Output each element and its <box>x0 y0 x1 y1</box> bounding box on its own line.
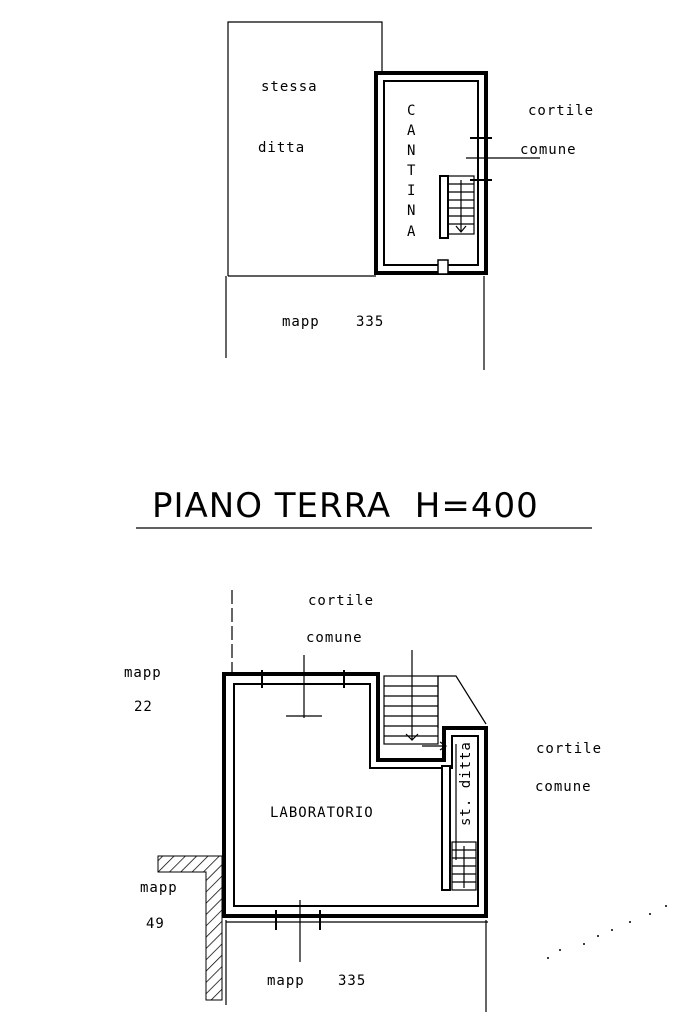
stessa-ditta-boundary <box>227 21 383 276</box>
scan-specks <box>547 905 667 959</box>
cantina-label: C A N T I N A <box>407 103 416 240</box>
external-stairs <box>383 650 487 751</box>
mapp-49-label: mapp <box>140 880 178 896</box>
hatched-neighbour-wall <box>157 855 223 1001</box>
comune-right-label: comune <box>535 779 592 795</box>
lower-plan: cortile comune cortile comune mapp 22 ma… <box>124 590 602 1012</box>
cortile-right-label: cortile <box>536 741 602 757</box>
comune-label: comune <box>520 142 577 158</box>
mapp-label: mapp <box>282 314 320 330</box>
svg-text:A: A <box>407 123 416 139</box>
cantina-inner-wall <box>383 80 479 266</box>
cantina-door <box>437 259 449 275</box>
cortile-top-label: cortile <box>308 593 374 609</box>
cantina-outer-wall <box>374 71 488 275</box>
mapp-22-number: 22 <box>134 699 153 715</box>
comune-top-label: comune <box>306 630 363 646</box>
section-title: PIANO TERRA H=400 <box>152 486 539 526</box>
mapp-bottom-number: 335 <box>338 973 366 989</box>
ditta-label: ditta <box>258 140 305 156</box>
svg-text:N: N <box>407 203 416 219</box>
svg-text:T: T <box>407 163 416 179</box>
mapp-number: 335 <box>356 314 384 330</box>
mapp-49-number: 49 <box>146 916 165 932</box>
laboratorio-inner-wall <box>233 683 479 907</box>
stessa-label: stessa <box>261 79 318 95</box>
cortile-label: cortile <box>528 103 594 119</box>
section-heading: PIANO TERRA H=400 <box>136 486 592 529</box>
svg-text:A: A <box>407 224 416 240</box>
laboratorio-outer-wall <box>222 672 488 918</box>
svg-text:I: I <box>407 183 416 199</box>
mapp-22-label: mapp <box>124 665 162 681</box>
laboratorio-label: LABORATORIO <box>270 805 374 821</box>
st-ditta-label: st. ditta <box>458 741 474 826</box>
internal-stairs <box>441 744 477 891</box>
cantina-stairs <box>439 175 475 239</box>
svg-text:C: C <box>407 103 416 119</box>
upper-plan: stessa ditta cortile comune C A N T I N … <box>225 21 594 370</box>
mapp-bottom-label: mapp <box>267 973 305 989</box>
svg-text:N: N <box>407 143 416 159</box>
